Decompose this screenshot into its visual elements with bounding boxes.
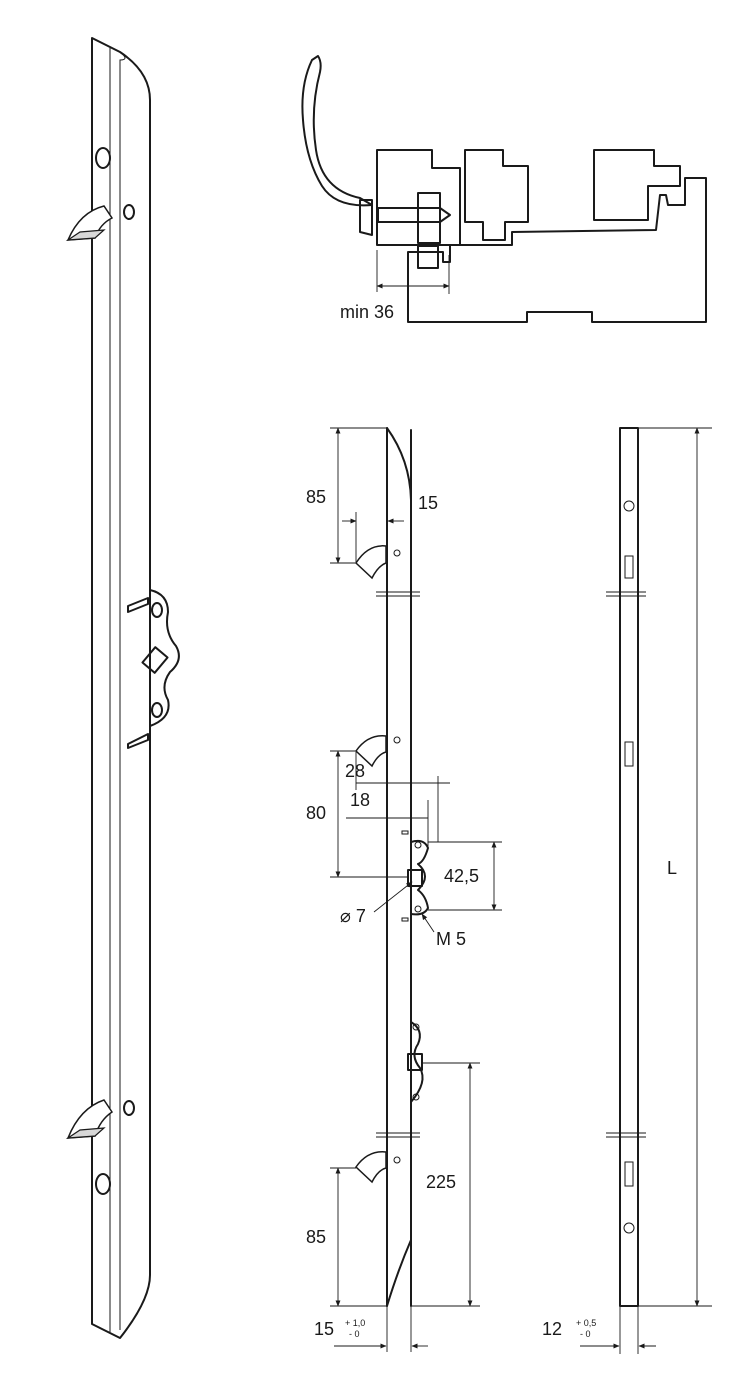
dim-diameter-7: ⌀ 7 — [340, 906, 366, 926]
break-mark — [606, 591, 646, 1138]
dim-m5: M 5 — [436, 929, 466, 949]
bar-hole — [123, 204, 135, 220]
tol-15-plus: + 1,0 — [345, 1318, 365, 1328]
bar-edge-line — [119, 51, 126, 1330]
tol-15-value: 15 — [314, 1319, 334, 1339]
dim-80: 80 — [306, 803, 326, 823]
frame-outline — [407, 177, 707, 323]
bar-side-outline — [619, 427, 639, 1307]
perspective-view — [65, 37, 180, 1339]
dim-28: 28 — [345, 761, 365, 781]
min-depth-label: min 36 — [340, 302, 394, 322]
dim-15: 15 — [418, 493, 438, 513]
dim-85-bottom: 85 — [306, 1227, 326, 1247]
hook-front — [355, 545, 387, 580]
dim-225: 225 — [426, 1172, 456, 1192]
dim-85-top: 85 — [306, 487, 326, 507]
sash-profile — [376, 149, 461, 246]
bar-hole — [95, 1173, 111, 1195]
front-view: 85 15 80 28 18 42,5 ⌀ 7 M 5 225 — [306, 427, 502, 1352]
tol-15-minus: - 0 — [349, 1329, 360, 1339]
bar-outline — [91, 37, 151, 1339]
bar-hole — [123, 1100, 135, 1116]
gearbox-plate — [149, 589, 180, 727]
spindle-square-hole — [141, 646, 169, 674]
side-view: L 12 + 0,5 - 0 — [542, 427, 712, 1354]
dim-length-l: L — [667, 858, 677, 878]
bar-hole — [95, 147, 111, 169]
frame-profile — [464, 149, 529, 241]
gearbox-front — [410, 839, 429, 916]
hook-front — [355, 735, 387, 768]
break-mark — [376, 591, 420, 1138]
tol-12-minus: - 0 — [580, 1329, 591, 1339]
dim-18: 18 — [350, 790, 370, 810]
tol-12-value: 12 — [542, 1319, 562, 1339]
hook-front — [355, 1151, 387, 1184]
section-view: min 36 — [301, 55, 707, 323]
tol-12-plus: + 0,5 — [576, 1318, 596, 1328]
bar-front-outline — [386, 427, 412, 1307]
spindle-hole-front — [407, 869, 423, 887]
window-handle — [301, 55, 373, 207]
dim-42-5: 42,5 — [444, 866, 479, 886]
